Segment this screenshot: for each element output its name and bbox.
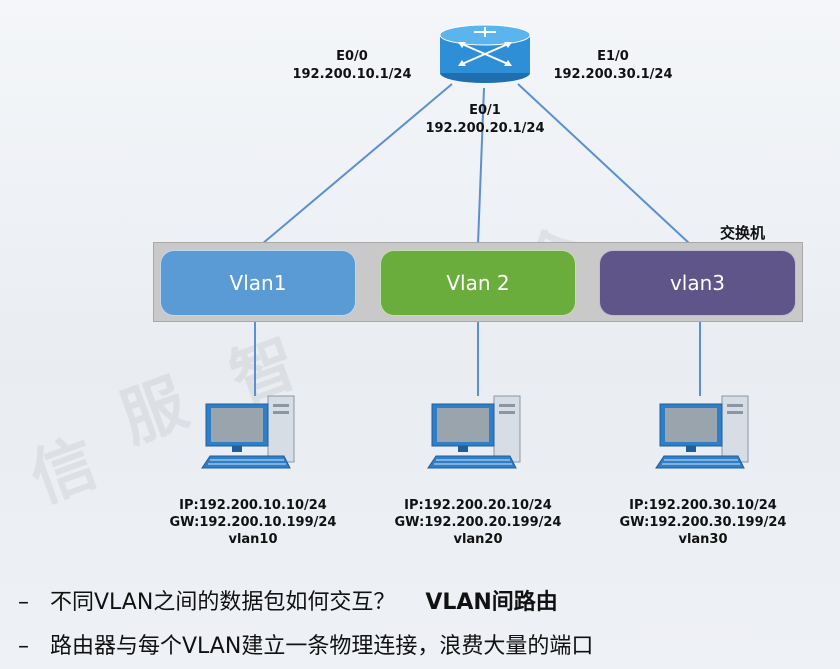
- host-vlan: vlan20: [453, 532, 503, 547]
- port-ip: 192.200.10.1/24: [292, 67, 412, 82]
- host-ip: IP:192.200.20.10/24: [404, 498, 552, 513]
- host-info-1: IP:192.200.10.10/24 GW:192.200.10.199/24…: [170, 497, 337, 548]
- bullet-text: 路由器与每个VLAN建立一条物理连接，浪费大量的端口: [50, 634, 594, 659]
- bullet-item: –路由器与每个VLAN建立一条物理连接，浪费大量的端口: [18, 632, 593, 662]
- switch-label: 交换机: [720, 224, 766, 242]
- pc-icon: [201, 395, 295, 469]
- pc-icon: [427, 395, 521, 469]
- vlan-label: Vlan1: [229, 271, 287, 295]
- vlan-label: vlan3: [669, 271, 726, 295]
- port-name: E0/0: [336, 49, 368, 64]
- port-name: E1/0: [597, 49, 629, 64]
- vlan-label: Vlan 2: [446, 271, 510, 295]
- port-label: E0/0 192.200.10.1/24: [292, 48, 411, 84]
- host-gateway: GW:192.200.30.199/24: [619, 515, 787, 530]
- host-vlan: vlan10: [228, 532, 278, 547]
- pc-icon: [655, 395, 749, 469]
- link-router-vlan3: [517, 83, 691, 245]
- vlan-box-3: vlan3: [599, 250, 796, 316]
- host-gateway: GW:192.200.20.199/24: [394, 515, 562, 530]
- bullet-dash: –: [18, 634, 29, 659]
- host-info-2: IP:192.200.20.10/24 GW:192.200.20.199/24…: [395, 497, 562, 548]
- host-vlan: vlan30: [678, 532, 728, 547]
- bullet-item: –不同VLAN之间的数据包如何交互？ VLAN间路由: [18, 588, 558, 618]
- link-router-vlan1: [261, 83, 453, 245]
- bullet-dash: –: [18, 590, 29, 615]
- bullet-emphasis: VLAN间路由: [425, 590, 558, 615]
- vlan-box-1: Vlan1: [160, 250, 356, 316]
- host-gateway: GW:192.200.10.199/24: [169, 515, 337, 530]
- port-ip: 192.200.20.1/24: [425, 121, 545, 136]
- host-ip: IP:192.200.10.10/24: [179, 498, 327, 513]
- host-ip: IP:192.200.30.10/24: [629, 498, 777, 513]
- port-label: E1/0 192.200.30.1/24: [553, 48, 672, 84]
- host-info-3: IP:192.200.30.10/24 GW:192.200.30.199/24…: [620, 497, 787, 548]
- port-name: E0/1: [469, 103, 501, 118]
- bullet-text: 不同VLAN之间的数据包如何交互？: [50, 590, 396, 615]
- port-label: E0/1 192.200.20.1/24: [425, 102, 544, 138]
- port-ip: 192.200.30.1/24: [553, 67, 673, 82]
- vlan-box-2: Vlan 2: [380, 250, 576, 316]
- link-router-vlan2: [477, 87, 485, 245]
